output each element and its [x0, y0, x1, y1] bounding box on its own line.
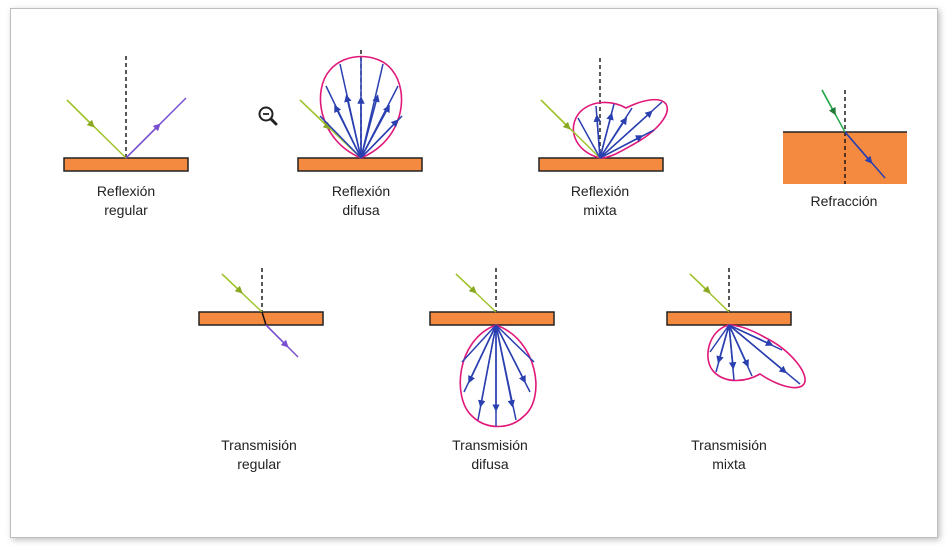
- mixed-lobe: [572, 98, 669, 159]
- refraccion-diagram: [783, 89, 907, 184]
- caption-reflexion-difusa: Reflexión difusa: [331, 183, 391, 218]
- mixed-lobe: [707, 324, 806, 389]
- transmitting-slab: [198, 311, 324, 326]
- transmision-regular-diagram: [198, 268, 324, 358]
- reflexion-regular-diagram: [63, 56, 189, 172]
- diffuse-transmitted-rays: [461, 324, 535, 426]
- transmision-difusa-diagram: [429, 268, 555, 428]
- transmitting-slab: [666, 311, 792, 326]
- caption-transmision-mixta: Transmisión mixta: [691, 437, 767, 472]
- diffuse-lobe: [459, 324, 537, 428]
- caption-transmision-difusa: Transmisión difusa: [452, 437, 528, 472]
- caption-refraccion: Refracción: [810, 193, 878, 209]
- transmitting-slab: [429, 311, 555, 326]
- caption-reflexion-mixta: Reflexión mixta: [570, 183, 630, 218]
- diffuse-reflected-rays: [319, 58, 403, 159]
- reflective-surface: [297, 157, 423, 172]
- caption-transmision-regular: Transmisión regular: [221, 437, 297, 472]
- reflexion-difusa-diagram: [297, 50, 423, 172]
- zoom-out-icon[interactable]: [258, 106, 278, 126]
- transmision-mixta-diagram: [666, 268, 806, 389]
- reflective-surface: [538, 157, 664, 172]
- mixed-reflected-rays: [577, 101, 663, 159]
- reflective-surface: [63, 157, 189, 172]
- caption-reflexion-regular: Reflexión regular: [96, 183, 156, 218]
- diagram-frame: [10, 8, 938, 538]
- mixed-transmitted-rays: [709, 324, 801, 385]
- reflexion-mixta-diagram: [538, 58, 669, 172]
